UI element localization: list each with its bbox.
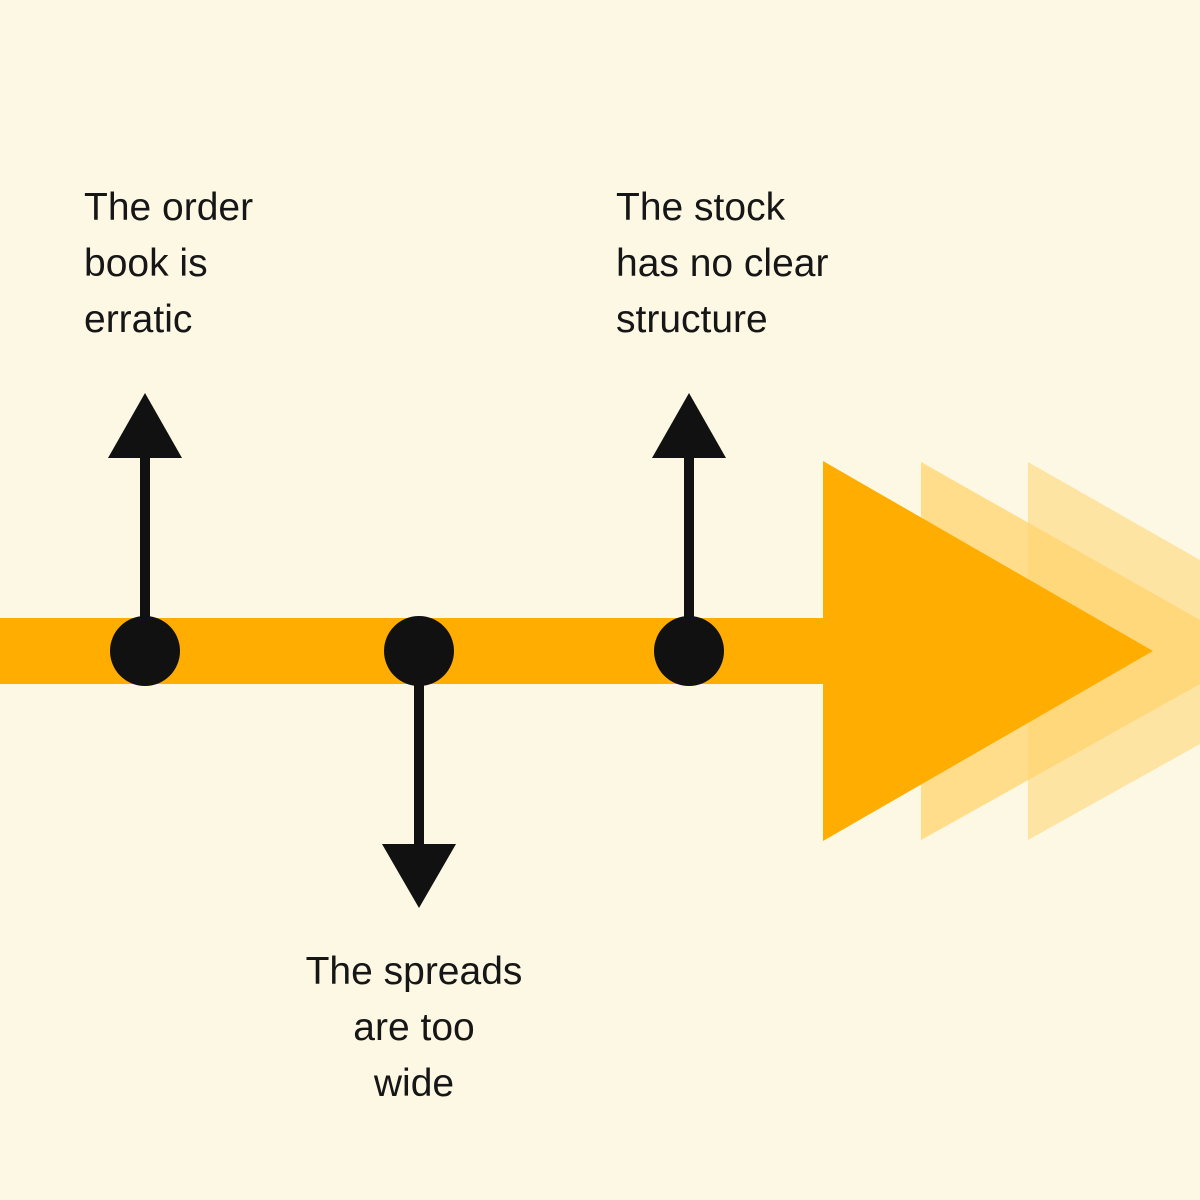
- timeline-dot-stock-structure: [654, 616, 724, 686]
- order-book-label: The order book is erratic: [84, 180, 344, 348]
- stock-structure-label-line: structure: [616, 298, 768, 341]
- timeline-dot-order-book: [110, 616, 180, 686]
- order-book-label-line: book is: [84, 242, 208, 285]
- timeline-arrowhead: [823, 461, 1153, 841]
- timeline-dot-spreads: [384, 616, 454, 686]
- order-book-label-line: The order: [84, 186, 254, 229]
- spreads-label-line: wide: [373, 1062, 455, 1105]
- arrow-up-icon: [108, 393, 182, 458]
- stock-structure-label: The stock has no clear structure: [616, 180, 916, 348]
- spreads-label-line: The spreads: [305, 950, 523, 993]
- arrow-up-icon: [652, 393, 726, 458]
- spreads-label-line: are too: [353, 1006, 475, 1049]
- arrow-down-icon: [382, 844, 456, 908]
- stock-structure-label-line: The stock: [616, 186, 786, 229]
- stock-structure-label-line: has no clear: [616, 242, 829, 285]
- order-book-label-line: erratic: [84, 298, 193, 341]
- spreads-label: The spreads are too wide: [264, 944, 564, 1112]
